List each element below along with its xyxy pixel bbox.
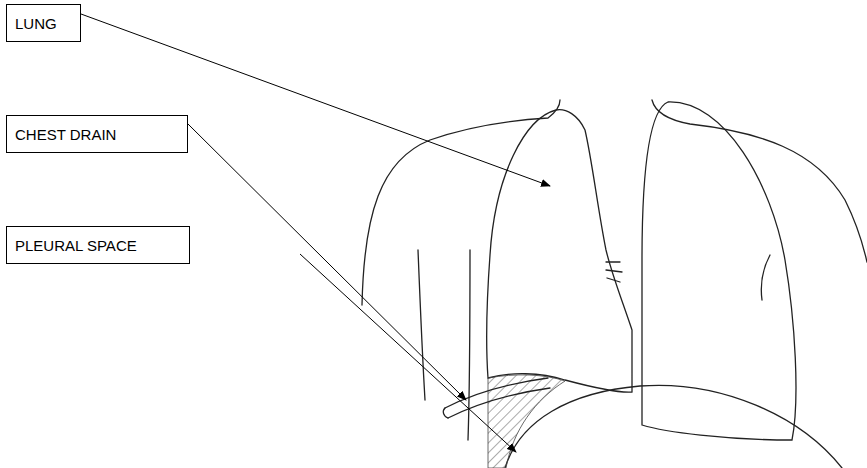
heart-notch: [606, 262, 622, 282]
chest-drain-tube: [448, 388, 550, 418]
left-chest-wall: [418, 250, 425, 400]
label-box: CHEST DRAIN: [6, 115, 188, 153]
label-text: LUNG: [15, 15, 57, 32]
left-shoulder: [362, 100, 560, 305]
label-box: PLEURAL SPACE: [6, 226, 190, 264]
label-box: LUNG: [6, 4, 81, 42]
leader-line: [300, 254, 516, 452]
chest-drain-tube-end: [443, 408, 448, 418]
left-side-wall: [468, 250, 470, 440]
left-lung: [487, 110, 632, 392]
pleural-space-hatch: [488, 375, 565, 468]
leader-line: [81, 14, 550, 186]
label-text: CHEST DRAIN: [15, 126, 116, 143]
chest-drain-tube: [445, 378, 548, 408]
leader-line: [188, 124, 466, 400]
diaphragm-dome: [505, 385, 842, 468]
label-text: PLEURAL SPACE: [15, 237, 137, 254]
right-lung: [642, 102, 796, 440]
right-lung-mark: [761, 255, 770, 300]
